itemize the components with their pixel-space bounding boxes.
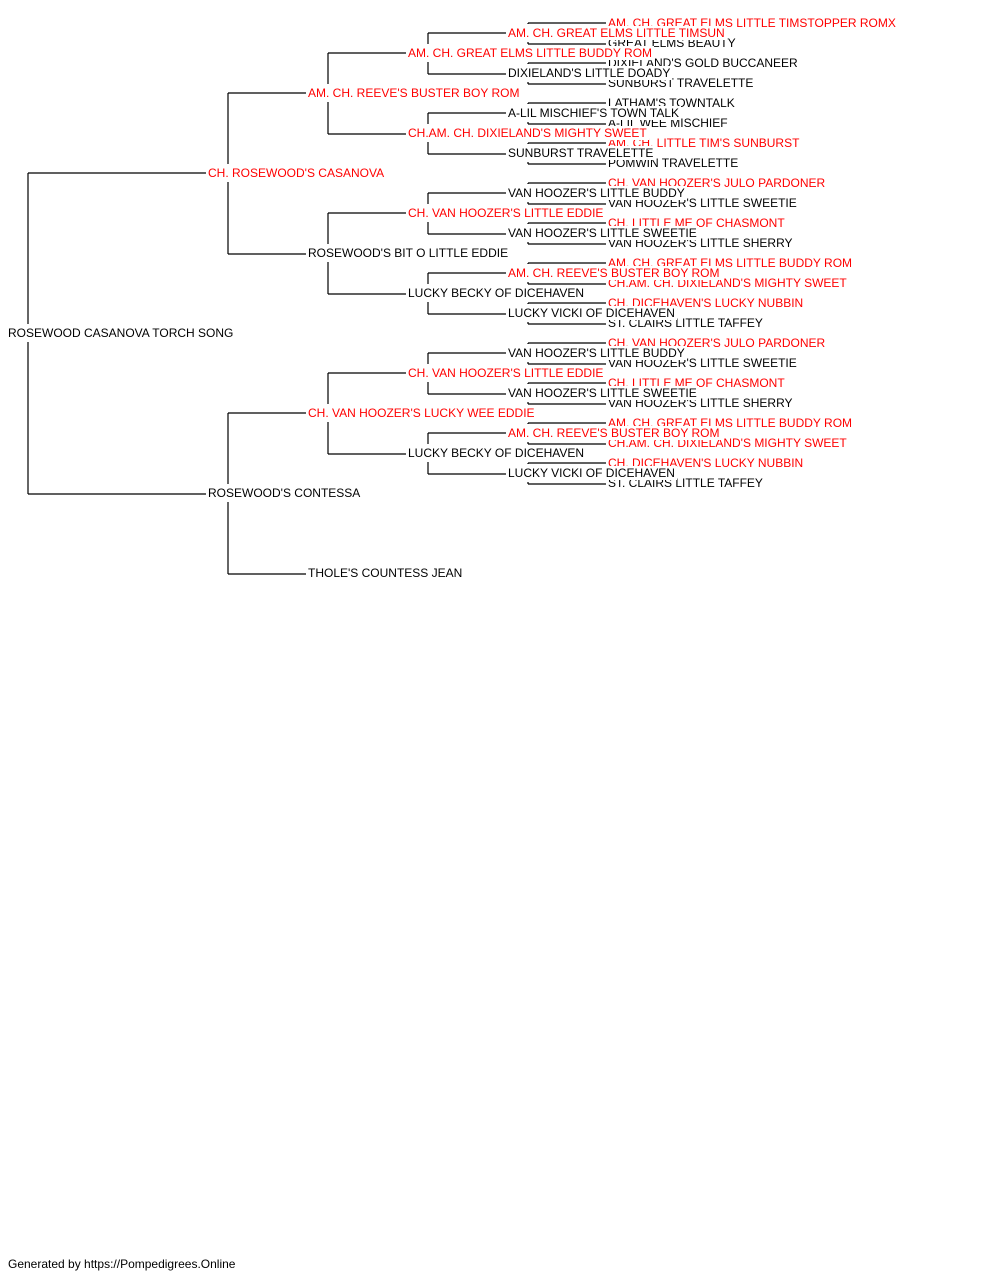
gen4-sire-name: A-LIL MISCHIEF'S TOWN TALK	[506, 106, 681, 120]
gen4-dam-name: DIXIELAND'S LITTLE DOADY	[506, 66, 673, 80]
gen3-dam-name: LUCKY BECKY OF DICEHAVEN	[406, 446, 587, 460]
gen3-sire-name: CH. VAN HOOZER'S LITTLE EDDIE	[406, 206, 606, 220]
gen1-sire-name: CH. ROSEWOOD'S CASANOVA	[206, 166, 387, 180]
gen4-dam-name: LUCKY VICKI OF DICEHAVEN	[506, 306, 677, 320]
gen3-dam-name: CH.AM. CH. DIXIELAND'S MIGHTY SWEET	[406, 126, 649, 140]
gen4-sire-name: AM. CH. REEVE'S BUSTER BOY ROM	[506, 426, 722, 440]
gen3-sire-name: AM. CH. GREAT ELMS LITTLE BUDDY ROM	[406, 46, 655, 60]
gen4-dam-name: VAN HOOZER'S LITTLE SWEETIE	[506, 226, 699, 240]
gen2-dam-name: ROSEWOOD'S BIT O LITTLE EDDIE	[306, 246, 511, 260]
gen3-sire-name: CH. VAN HOOZER'S LITTLE EDDIE	[406, 366, 606, 380]
gen4-dam-name: LUCKY VICKI OF DICEHAVEN	[506, 466, 677, 480]
gen3-dam-name: LUCKY BECKY OF DICEHAVEN	[406, 286, 587, 300]
gen4-sire-name: VAN HOOZER'S LITTLE BUDDY	[506, 346, 687, 360]
generated-by-footer: Generated by https://Pompedigrees.Online	[8, 1257, 236, 1271]
gen2-sire-name: CH. VAN HOOZER'S LUCKY WEE EDDIE	[306, 406, 537, 420]
subject-dog-name: ROSEWOOD CASANOVA TORCH SONG	[6, 326, 236, 340]
gen4-dam-name: SUNBURST TRAVELETTE	[506, 146, 656, 160]
gen4-sire-name: VAN HOOZER'S LITTLE BUDDY	[506, 186, 687, 200]
gen2-dam-name: THOLE'S COUNTESS JEAN	[306, 566, 465, 580]
gen4-dam-name: VAN HOOZER'S LITTLE SWEETIE	[506, 386, 699, 400]
gen1-dam-name: ROSEWOOD'S CONTESSA	[206, 486, 363, 500]
gen4-sire-name: AM. CH. GREAT ELMS LITTLE TIMSUN	[506, 26, 727, 40]
gen4-sire-name: AM. CH. REEVE'S BUSTER BOY ROM	[506, 266, 722, 280]
gen2-sire-name: AM. CH. REEVE'S BUSTER BOY ROM	[306, 86, 522, 100]
